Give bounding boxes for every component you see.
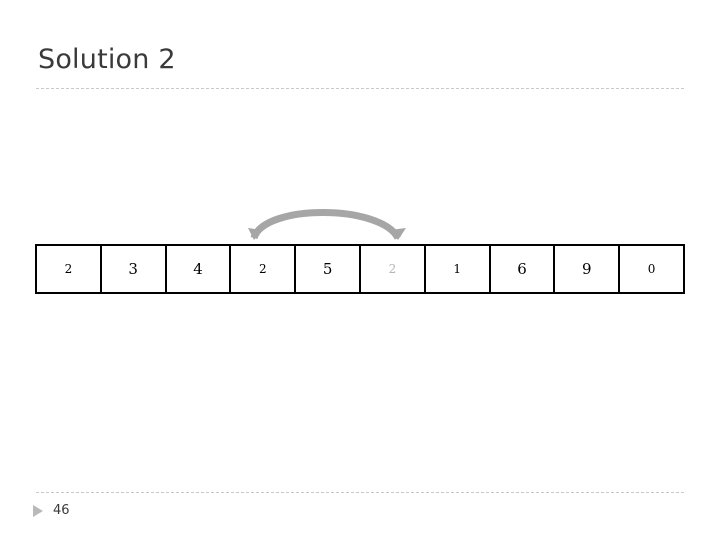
triangle-right-icon (33, 504, 43, 517)
array-cell-8: 9 (555, 246, 621, 292)
array-cell-6: 1 (426, 246, 491, 292)
array-cell-7: 6 (491, 246, 556, 292)
array-cell-2: 4 (167, 246, 232, 292)
footer: 46 (33, 503, 70, 518)
page-number: 46 (53, 503, 70, 518)
array-container: 2 3 4 2 5 2 1 6 9 0 (35, 244, 685, 294)
array-cell-0: 2 (37, 246, 102, 292)
swap-arc-arrow (240, 198, 420, 246)
array-cell-3: 2 (231, 246, 297, 292)
array-cell-5: 2 (361, 246, 426, 292)
page-title: Solution 2 (38, 44, 176, 75)
array-cell-4: 5 (296, 246, 361, 292)
footer-divider (36, 492, 684, 493)
title-divider (36, 88, 684, 89)
array-cell-9: 0 (647, 262, 656, 276)
array-cell-1: 3 (102, 246, 167, 292)
